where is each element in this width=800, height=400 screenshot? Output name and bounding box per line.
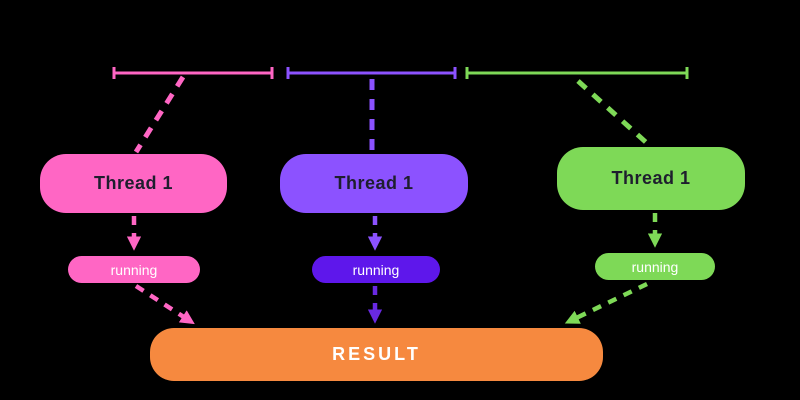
result-label: RESULT — [332, 344, 421, 364]
thread-box-purple: Thread 1 — [280, 154, 468, 213]
thread-box-label: Thread 1 — [93, 173, 174, 193]
status-badge-label: running — [352, 261, 400, 278]
status-badge-purple: running — [312, 256, 440, 283]
thread-box-label: Thread 1 — [334, 173, 414, 193]
status-badge-green: running — [595, 253, 715, 280]
thread-box-green: Thread 1 — [557, 147, 745, 210]
pink-timeline-to-box-connector — [133, 75, 186, 154]
green-timeline — [465, 67, 689, 79]
status-badge-pink: running — [68, 256, 200, 283]
thread-box-pink: Thread 1 — [40, 154, 227, 213]
pink-badge-to-result-arrow — [134, 284, 195, 325]
status-badge-label: running — [110, 261, 158, 278]
result-box: RESULT — [150, 328, 603, 381]
thread-box-label: Thread 1 — [611, 168, 691, 188]
status-badge-label: running — [631, 258, 679, 275]
green-badge-to-result-arrow — [564, 281, 648, 324]
green-timeline-to-box-connector — [576, 79, 651, 147]
purple-timeline — [286, 67, 457, 79]
pink-timeline — [112, 67, 274, 79]
